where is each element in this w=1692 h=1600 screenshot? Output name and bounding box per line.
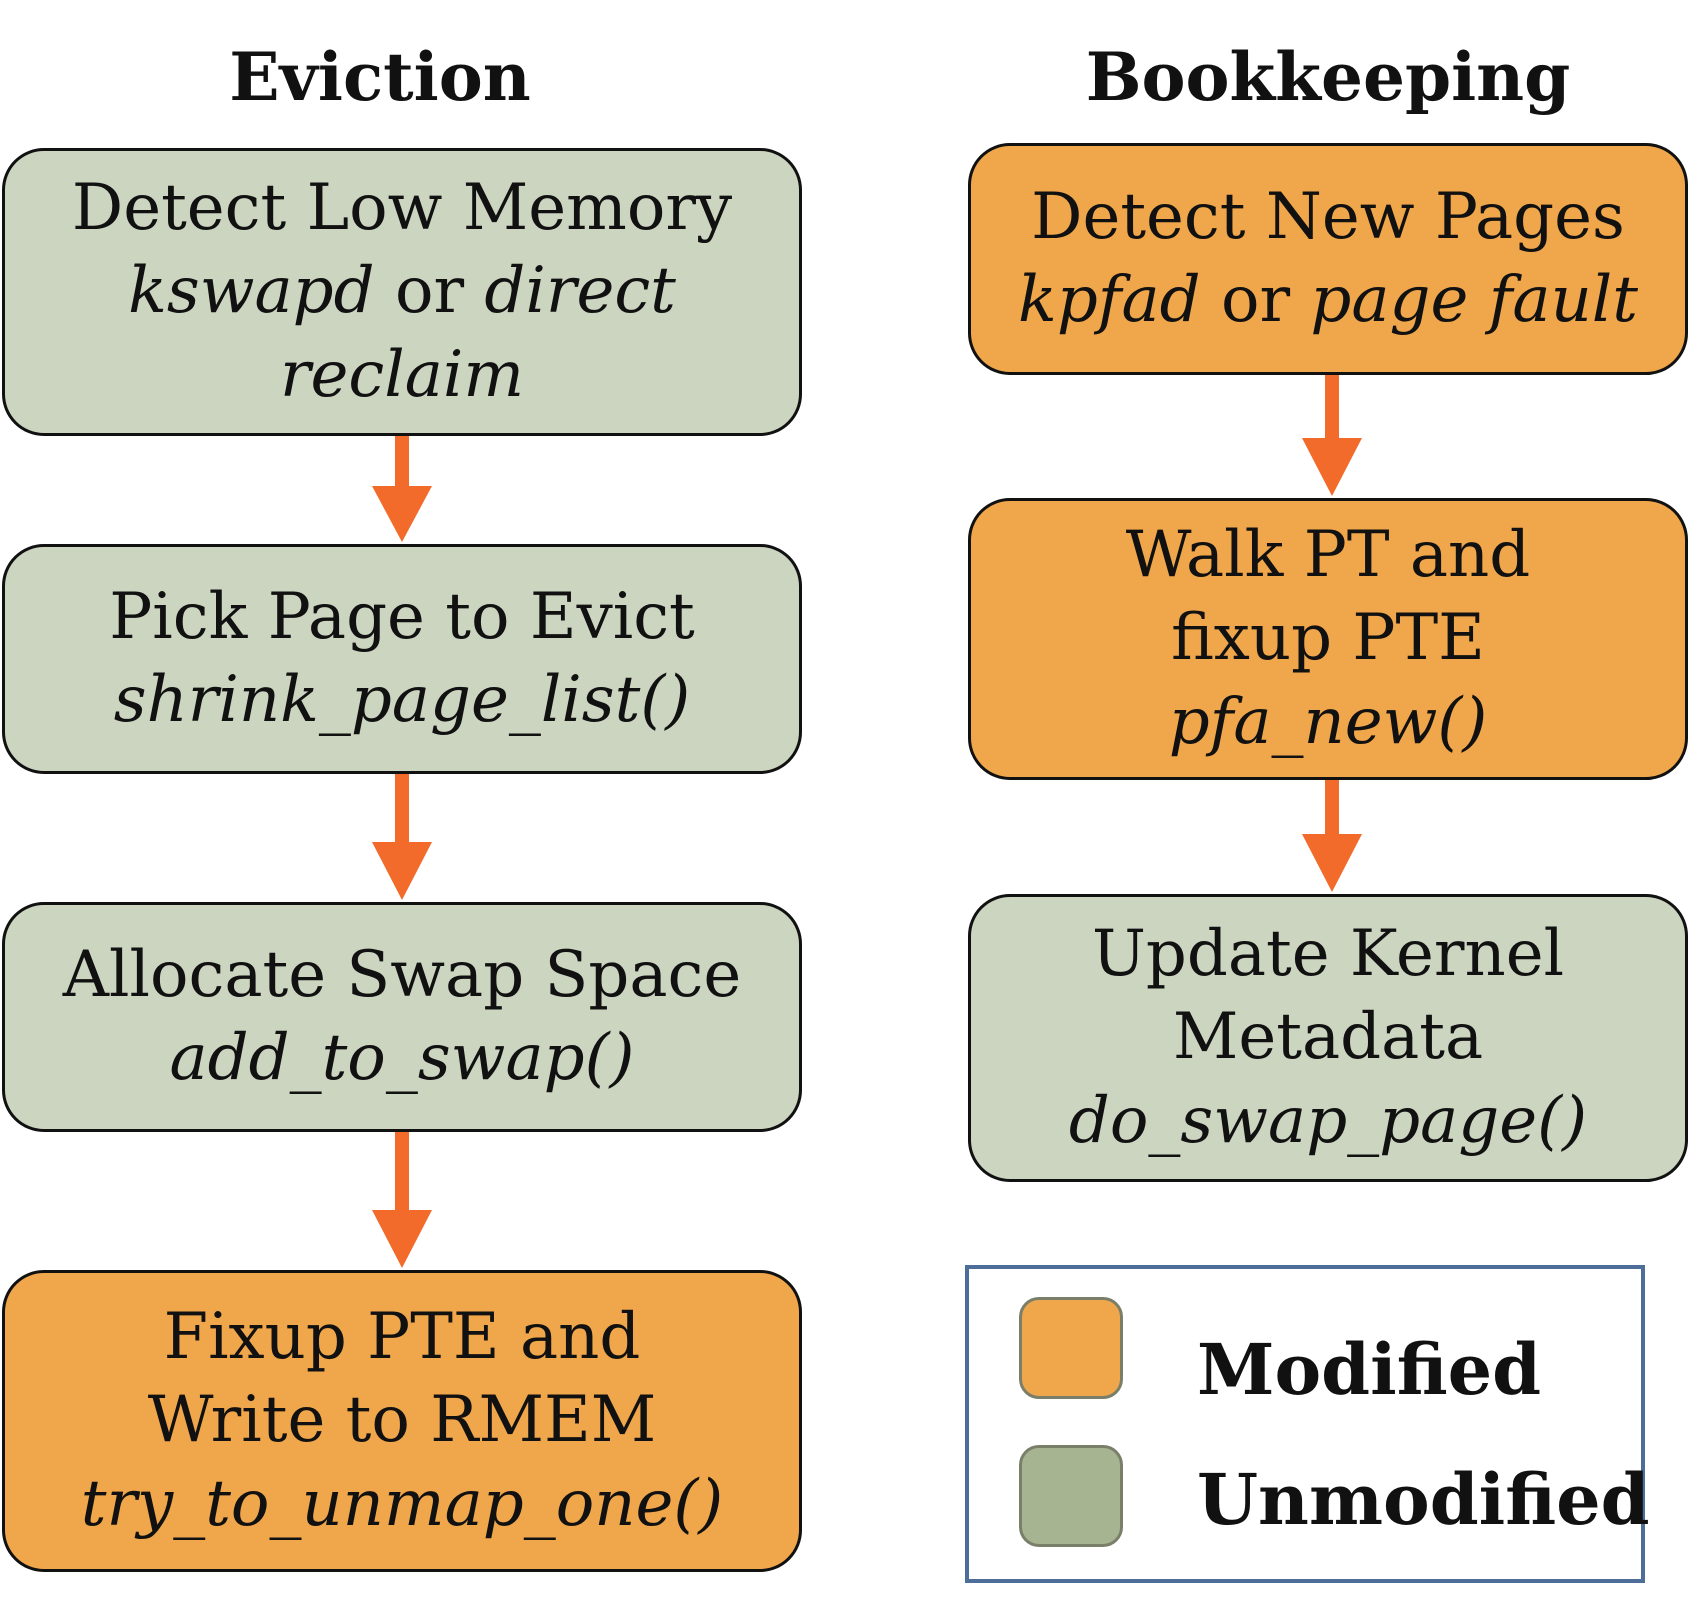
arrow-eviction-3 <box>372 1132 432 1268</box>
arrow-eviction-2 <box>372 774 432 900</box>
arrow-bookkeeping-2 <box>1302 780 1362 892</box>
detect-low-memory-box: Detect Low Memory kswapd or direct recla… <box>2 148 802 436</box>
fixup-pte-write-box: Fixup PTE and Write to RMEM try_to_unmap… <box>2 1270 802 1572</box>
reclaim-fn: reclaim <box>279 337 525 412</box>
direct-fn: direct <box>484 254 676 329</box>
detect-new-pages-functions: kpfad or page fault <box>1018 259 1638 342</box>
detect-low-memory-title: Detect Low Memory <box>71 171 733 246</box>
kswapd-fn: kswapd <box>128 254 375 329</box>
update-kernel-box: Update Kernel Metadata do_swap_page() <box>968 894 1688 1182</box>
detect-new-pages-title: Detect New Pages <box>1031 179 1625 254</box>
do-swap-page-fn: do_swap_page() <box>1068 1083 1588 1158</box>
update-kernel-title-1: Update Kernel <box>1091 917 1565 992</box>
add-to-swap-fn: add_to_swap() <box>169 1021 635 1095</box>
allocate-swap-title: Allocate Swap Space <box>62 937 742 1012</box>
arrow-eviction-1 <box>372 436 432 542</box>
legend: Modified Unmodified <box>965 1265 1650 1583</box>
bookkeeping-heading: Bookkeeping <box>1085 38 1571 116</box>
shrink-page-list-fn: shrink_page_list() <box>113 663 691 737</box>
or-text: or <box>1220 263 1291 337</box>
walk-pt-box: Walk PT and fixup PTE pfa_new() <box>968 498 1688 780</box>
arrow-bookkeeping-1 <box>1302 375 1362 496</box>
pick-page-box: Pick Page to Evict shrink_page_list() <box>2 544 802 774</box>
walk-pt-title-2: fixup PTE <box>1171 601 1485 676</box>
allocate-swap-box: Allocate Swap Space add_to_swap() <box>2 902 802 1132</box>
detect-low-memory-functions: kswapd or direct <box>128 250 676 333</box>
walk-pt-title-1: Walk PT and <box>1125 518 1531 593</box>
pfa-new-fn: pfa_new() <box>1168 684 1488 759</box>
or-text: or <box>394 254 465 329</box>
detect-new-pages-box: Detect New Pages kpfad or page fault <box>968 143 1688 375</box>
update-kernel-title-2: Metadata <box>1172 1000 1484 1075</box>
pick-page-title: Pick Page to Evict <box>109 579 695 654</box>
legend-swatch-modified <box>1019 1297 1123 1399</box>
page-fault-fn: page fault <box>1310 263 1638 337</box>
eviction-heading: Eviction <box>229 38 531 116</box>
legend-label-unmodified: Unmodified <box>1197 1458 1650 1541</box>
try-to-unmap-one-fn: try_to_unmap_one() <box>80 1466 724 1541</box>
legend-swatch-unmodified <box>1019 1445 1123 1547</box>
legend-label-modified: Modified <box>1197 1328 1542 1411</box>
fixup-pte-write-title-1: Fixup PTE and <box>163 1300 641 1375</box>
kpfad-fn: kpfad <box>1018 263 1201 337</box>
fixup-pte-write-title-2: Write to RMEM <box>147 1383 657 1458</box>
